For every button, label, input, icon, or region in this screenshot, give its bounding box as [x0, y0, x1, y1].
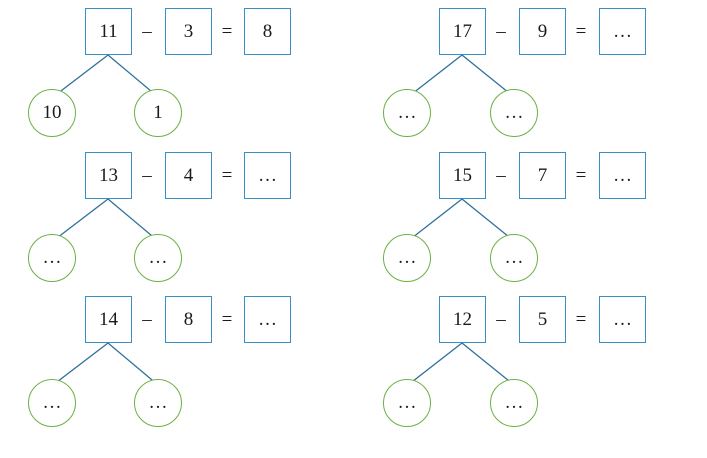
equals-sign: = [575, 308, 587, 330]
subtrahend-box: 7 [519, 152, 566, 199]
connector-line [407, 54, 463, 98]
right-part-circle[interactable]: … [490, 89, 538, 137]
minus-sign: – [142, 164, 152, 186]
subtrahend-box: 9 [519, 8, 566, 55]
connector-line [461, 198, 515, 242]
minuend-box: 12 [439, 296, 486, 343]
answer-box[interactable]: … [599, 296, 646, 343]
connector-line [52, 54, 109, 98]
minus-sign: – [496, 20, 506, 42]
connector-line [107, 342, 159, 386]
connector-line [52, 198, 109, 242]
answer-box[interactable]: … [599, 152, 646, 199]
minuend-box: 15 [439, 152, 486, 199]
connector-line [52, 342, 109, 386]
right-part-circle[interactable]: … [134, 379, 182, 427]
minuend-box: 14 [85, 296, 132, 343]
connector-line [407, 198, 463, 242]
left-part-circle[interactable]: … [383, 234, 431, 282]
left-part-circle[interactable]: … [383, 379, 431, 427]
left-part-circle[interactable]: 10 [28, 89, 76, 137]
subtrahend-box: 4 [165, 152, 212, 199]
connector-line [461, 342, 515, 386]
right-part-circle[interactable]: … [134, 234, 182, 282]
equals-sign: = [221, 20, 233, 42]
answer-box[interactable]: 8 [244, 8, 291, 55]
left-part-circle[interactable]: … [28, 379, 76, 427]
minus-sign: – [142, 20, 152, 42]
subtrahend-box: 8 [165, 296, 212, 343]
equals-sign: = [575, 20, 587, 42]
left-part-circle[interactable]: … [28, 234, 76, 282]
minus-sign: – [496, 308, 506, 330]
equals-sign: = [221, 308, 233, 330]
minuend-box: 13 [85, 152, 132, 199]
right-part-circle[interactable]: 1 [134, 89, 182, 137]
right-part-circle[interactable]: … [490, 379, 538, 427]
minus-sign: – [496, 164, 506, 186]
equals-sign: = [575, 164, 587, 186]
answer-box[interactable]: … [599, 8, 646, 55]
subtrahend-box: 5 [519, 296, 566, 343]
connector-line [407, 342, 463, 386]
minuend-box: 17 [439, 8, 486, 55]
answer-box[interactable]: … [244, 152, 291, 199]
right-part-circle[interactable]: … [490, 234, 538, 282]
equals-sign: = [221, 164, 233, 186]
minuend-box: 11 [85, 8, 132, 55]
minus-sign: – [142, 308, 152, 330]
subtrahend-box: 3 [165, 8, 212, 55]
answer-box[interactable]: … [244, 296, 291, 343]
connector-line [107, 198, 159, 242]
left-part-circle[interactable]: … [383, 89, 431, 137]
